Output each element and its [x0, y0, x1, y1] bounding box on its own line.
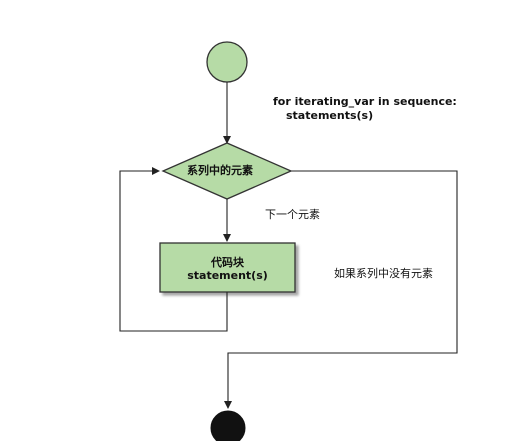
empty-sequence-label: 如果系列中没有元素 — [334, 267, 433, 280]
end-node — [210, 410, 246, 441]
next-element-label: 下一个元素 — [265, 208, 320, 221]
code-block-statement: statement(s) — [187, 269, 268, 282]
code-line-1: for iterating_var in sequence: — [273, 95, 457, 108]
edge-exit — [224, 170, 458, 409]
code-block-node — [159, 242, 296, 293]
decision-label: 系列中的元素 — [187, 164, 253, 177]
start-node — [206, 41, 248, 83]
code-block-title: 代码块 — [211, 256, 244, 269]
code-line-2: statements(s) — [286, 109, 374, 122]
edge-loop-back — [119, 167, 228, 332]
